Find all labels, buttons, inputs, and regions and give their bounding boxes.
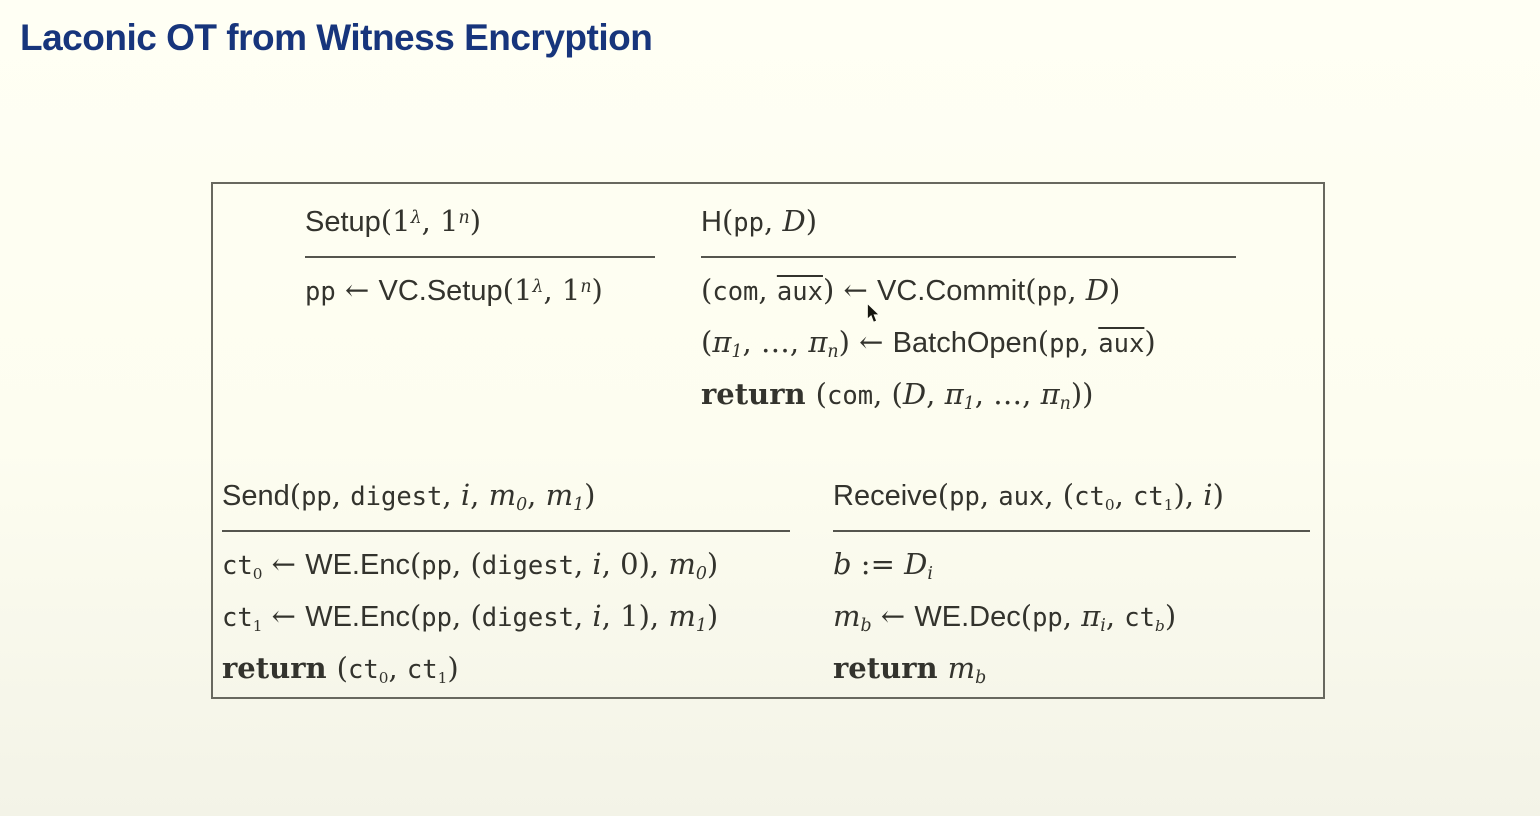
mouse-cursor-icon (867, 303, 880, 323)
hash-line: (π1, …, πn) ← BatchOpen(pp, aux) (701, 325, 1156, 363)
hash-header: H(pp, D) (701, 204, 818, 238)
send-body: ct0 ← WE.Enc(pp, (digest, i, 0), m0) ct1… (222, 538, 790, 694)
hash-body: (com, aux) ← VC.Commit(pp, D) (π1, …, πn… (701, 264, 1236, 420)
hash-header-rule (701, 256, 1236, 258)
hash-line: return (com, (D, π1, …, πn)) (701, 377, 1094, 415)
send-header-rule (222, 530, 790, 532)
hash-line: (com, aux) ← VC.Commit(pp, D) (701, 273, 1121, 307)
setup-header-rule (305, 256, 655, 258)
send-header: Send(pp, digest, i, m0, m1) (222, 478, 596, 516)
receive-line: return mb (833, 651, 987, 689)
receive-line: b := Di (833, 547, 933, 585)
receive-header-rule (833, 530, 1310, 532)
algorithm-block-send: Send(pp, digest, i, m0, m1) ct0 ← WE.Enc… (222, 472, 790, 694)
receive-header: Receive(pp, aux, (ct0, ct1), i) (833, 478, 1224, 514)
send-line: ct1 ← WE.Enc(pp, (digest, i, 1), m1) (222, 599, 719, 637)
send-line: ct0 ← WE.Enc(pp, (digest, i, 0), m0) (222, 547, 719, 585)
slide-title: Laconic OT from Witness Encryption (20, 17, 653, 58)
receive-line: mb ← WE.Dec(pp, πi, ctb) (833, 599, 1177, 637)
algorithm-box: Setup(1λ, 1n) pp ← VC.Setup(1λ, 1n) H(pp… (211, 182, 1325, 699)
setup-header: Setup(1λ, 1n) (305, 204, 482, 238)
receive-body: b := Di mb ← WE.Dec(pp, πi, ctb) return … (833, 538, 1310, 694)
setup-body: pp ← VC.Setup(1λ, 1n) (305, 264, 655, 316)
algorithm-block-hash: H(pp, D) (com, aux) ← VC.Commit(pp, D) (… (701, 198, 1236, 420)
send-line: return (ct0, ct1) (222, 651, 459, 687)
algorithm-block-receive: Receive(pp, aux, (ct0, ct1), i) b := Di … (833, 472, 1310, 694)
setup-line: pp ← VC.Setup(1λ, 1n) (305, 273, 603, 307)
algorithm-block-setup: Setup(1λ, 1n) pp ← VC.Setup(1λ, 1n) (305, 198, 655, 316)
